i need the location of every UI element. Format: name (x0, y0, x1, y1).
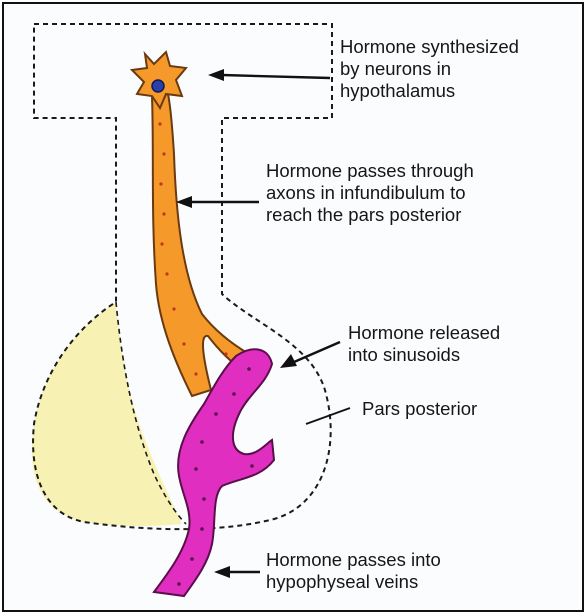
label-hormone-axons: Hormone passes through axons in infundib… (266, 160, 474, 226)
label-hormone-synthesized: Hormone synthesized by neurons in hypoth… (340, 36, 519, 102)
label-hormone-released: Hormone released into sinusoids (348, 322, 500, 366)
arrow-synthesized (222, 75, 330, 78)
arrowhead-axons (176, 196, 192, 208)
neuron-axon (152, 94, 249, 396)
neuron-nucleus (152, 80, 164, 92)
leader-pars-posterior (306, 408, 350, 424)
pars-anterior-shape (32, 302, 182, 526)
arrowhead-veins (214, 566, 230, 578)
label-pars-posterior: Pars posterior (362, 398, 477, 420)
label-hypophyseal-veins: Hormone passes into hypophyseal veins (266, 549, 441, 593)
arrowhead-released (280, 354, 297, 368)
arrowhead-synthesized (208, 69, 224, 81)
blood-vessel (154, 349, 274, 596)
